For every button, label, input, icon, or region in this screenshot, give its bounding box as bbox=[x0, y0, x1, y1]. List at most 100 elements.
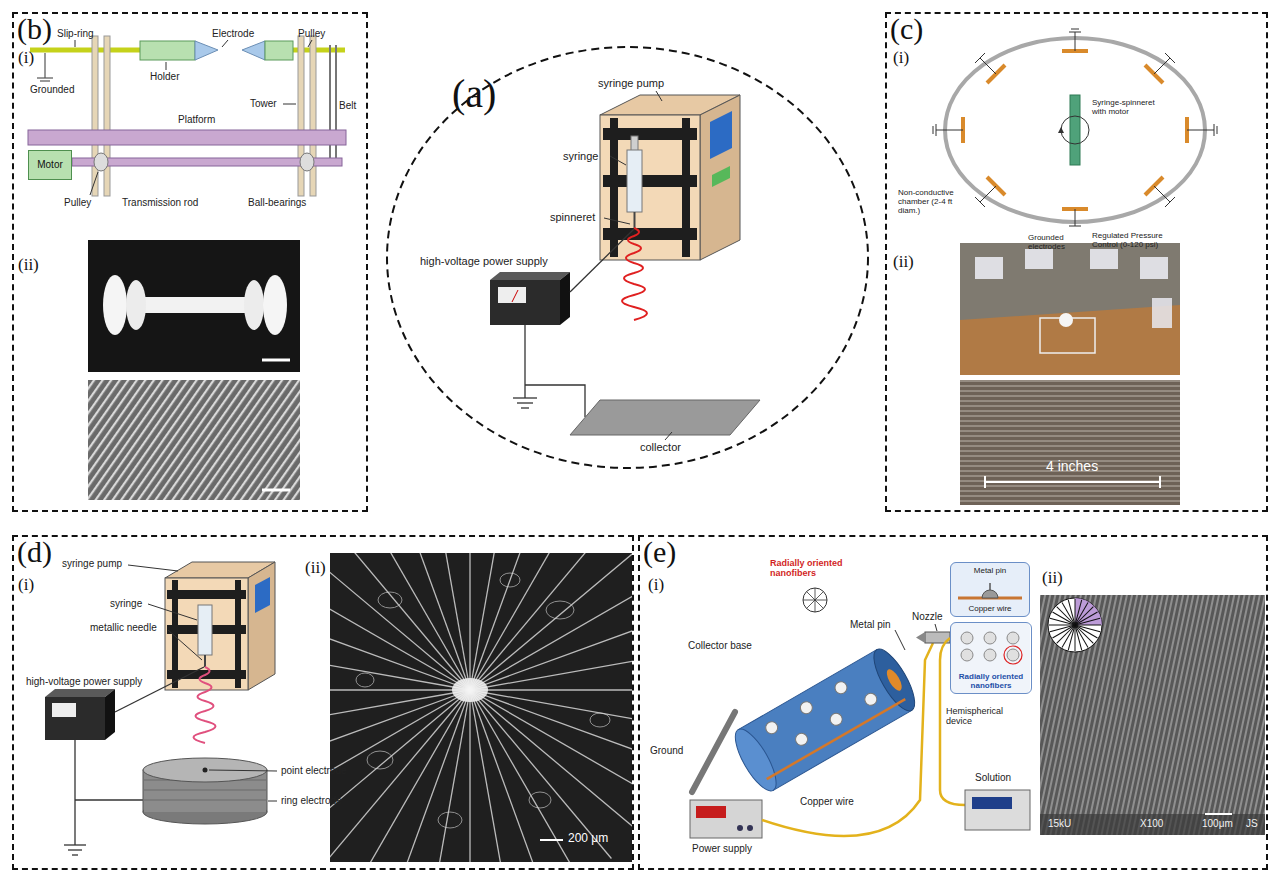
label-slot: Metal pin bbox=[850, 619, 891, 631]
box-text: Metal pin bbox=[974, 566, 1006, 575]
annotation-label: X100 bbox=[1140, 818, 1163, 830]
label-slot: Ball-bearings bbox=[248, 197, 306, 209]
label-slot: Holder bbox=[150, 71, 179, 83]
annotation-label: JS bbox=[1246, 818, 1258, 830]
label-slot: Slip-ring bbox=[57, 28, 94, 40]
label-slot: (ii) bbox=[305, 558, 326, 578]
label-slot: 15kU bbox=[1048, 818, 1071, 830]
annotation-label: Transmission rod bbox=[122, 197, 198, 209]
radial-fiber-micrograph bbox=[250, 470, 690, 877]
annotation-label: metallic needle bbox=[90, 622, 157, 634]
label-slot: Radially oriented nanofibers bbox=[770, 558, 865, 579]
annotation-label: Copper wire bbox=[800, 796, 854, 808]
label-slot: Tower bbox=[250, 98, 277, 110]
subpanel-label: (ii) bbox=[1042, 568, 1063, 588]
annotation-label: collector bbox=[640, 441, 681, 454]
annotation-label: syringe pump bbox=[598, 77, 664, 90]
label-slot: Belt bbox=[339, 100, 356, 112]
label-slot: syringe bbox=[110, 598, 142, 610]
annotation-label: Platform bbox=[178, 114, 215, 126]
label-slot: Regulated Pressure Control (0-120 psi) bbox=[1092, 231, 1184, 249]
annotation-label: syringe bbox=[563, 150, 598, 163]
annotation-label: Grounded bbox=[30, 84, 74, 96]
label-slot: Electrode bbox=[212, 28, 254, 40]
subpanel-label: (i) bbox=[18, 575, 34, 595]
annotation-label: Collector base bbox=[688, 640, 752, 652]
annotation-label: Pulley bbox=[64, 197, 91, 209]
panel-frame: (d) bbox=[12, 535, 634, 870]
subpanel-label: (i) bbox=[893, 48, 909, 68]
annotation-label: Hemispherical device bbox=[946, 706, 1028, 727]
label-slot: Non-conductive chamber (2-4 ft diam.) bbox=[898, 188, 956, 216]
annotation-label: Solution bbox=[975, 772, 1011, 784]
label-slot: Transmission rod bbox=[122, 197, 198, 209]
label-slot: (i) bbox=[648, 575, 664, 595]
label-slot: high-voltage power supply bbox=[420, 255, 548, 268]
annotation-label: Syringe-spinneret with motor bbox=[1092, 98, 1160, 116]
annotation-label: syringe pump bbox=[62, 558, 122, 570]
panel-letter: (d) bbox=[17, 535, 52, 570]
panel-letter: (b) bbox=[17, 12, 52, 47]
annotation-label: Grounded electrodes bbox=[1028, 233, 1080, 251]
scaffold-photo bbox=[88, 240, 300, 500]
label-slot: Pulley bbox=[64, 197, 91, 209]
box-text: Copper wire bbox=[968, 604, 1011, 613]
label-slot: ring electrode bbox=[281, 795, 342, 807]
panel-letter: (e) bbox=[643, 535, 676, 570]
label-slot: (i) bbox=[18, 575, 34, 595]
annotation-label: 4 inches bbox=[1046, 458, 1098, 474]
panel-outline bbox=[387, 47, 868, 468]
subpanel-label: (ii) bbox=[893, 252, 914, 272]
label-slot: collector bbox=[640, 441, 681, 454]
subpanel-label: (i) bbox=[648, 575, 664, 595]
annotation-label: Ground bbox=[650, 745, 683, 757]
label-slot: (ii) bbox=[1042, 568, 1063, 588]
box-text: Radially oriented nanofibers bbox=[955, 672, 1027, 690]
label-slot: Pulley bbox=[298, 28, 325, 40]
label-slot: point electrode bbox=[281, 765, 347, 777]
label-slot: Grounded bbox=[30, 84, 74, 96]
annotation-label: Holder bbox=[150, 71, 179, 83]
label-slot: spinneret bbox=[550, 211, 595, 224]
chamber-diagram bbox=[933, 29, 1217, 226]
ring-electrode-setup bbox=[45, 562, 277, 855]
annotation-label: 200 μm bbox=[568, 832, 608, 846]
inset-box: Metal pinCopper wire bbox=[950, 562, 1030, 617]
annotation-label: Non-conductive chamber (2-4 ft diam.) bbox=[898, 188, 956, 216]
label-slot: X100 bbox=[1140, 818, 1163, 830]
annotation-label: Tower bbox=[250, 98, 277, 110]
annotation-label: ring electrode bbox=[281, 795, 342, 807]
inset-box: Radially oriented nanofibers bbox=[950, 622, 1032, 694]
annotation-label: Nozzle bbox=[912, 611, 943, 623]
label-slot: 4 inches bbox=[1046, 458, 1098, 474]
annotation-label: high-voltage power supply bbox=[26, 676, 142, 688]
annotation-label: spinneret bbox=[550, 211, 595, 224]
annotation-label: Metal pin bbox=[850, 619, 891, 631]
annotation-label: 15kU bbox=[1048, 818, 1071, 830]
label-slot: Nozzle bbox=[912, 611, 943, 623]
panel-letter: (a) bbox=[452, 71, 496, 117]
annotation-label: Regulated Pressure Control (0-120 psi) bbox=[1092, 231, 1184, 249]
label-slot: Syringe-spinneret with motor bbox=[1092, 98, 1160, 116]
annotation-label: Pulley bbox=[298, 28, 325, 40]
motor-box: Motor bbox=[28, 150, 72, 180]
annotation-label: Slip-ring bbox=[57, 28, 94, 40]
box-text: Motor bbox=[37, 159, 63, 171]
label-slot: (i) bbox=[18, 48, 34, 68]
subpanel-label: (i) bbox=[18, 48, 34, 68]
subpanel-label: (ii) bbox=[305, 558, 326, 578]
label-slot: Solution bbox=[975, 772, 1011, 784]
annotation-label: syringe bbox=[110, 598, 142, 610]
label-slot: Platform bbox=[178, 114, 215, 126]
hemispherical-collector-setup bbox=[690, 562, 1030, 838]
label-slot: high-voltage power supply bbox=[26, 676, 142, 688]
label-slot: Collector base bbox=[688, 640, 752, 652]
label-slot: Copper wire bbox=[800, 796, 854, 808]
subpanel-label: (ii) bbox=[18, 255, 39, 275]
label-slot: 200 μm bbox=[568, 832, 608, 846]
label-slot: (i) bbox=[893, 48, 909, 68]
label-slot: Power supply bbox=[692, 843, 752, 855]
label-slot: Grounded electrodes bbox=[1028, 233, 1080, 251]
annotation-label: Ball-bearings bbox=[248, 197, 306, 209]
